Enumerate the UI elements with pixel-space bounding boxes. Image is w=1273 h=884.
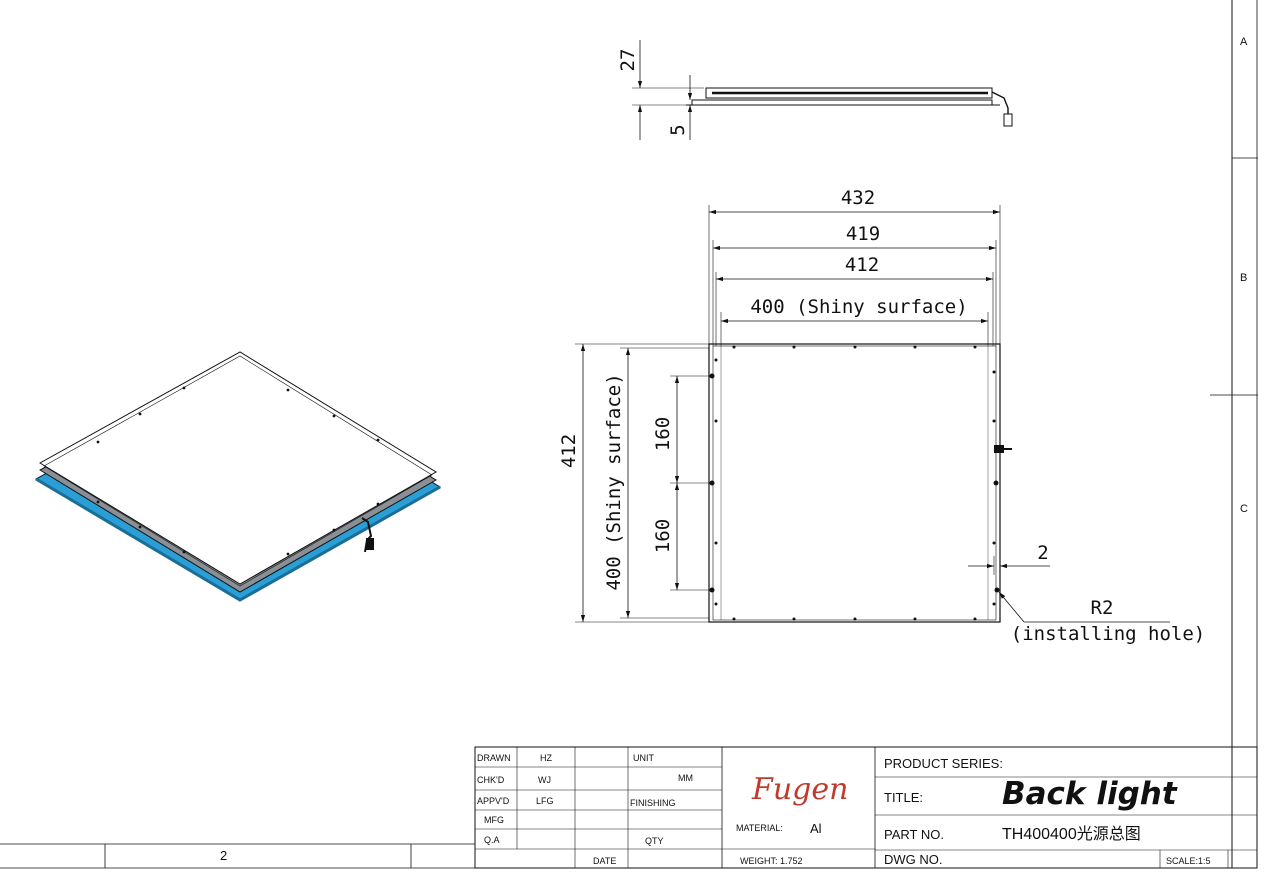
dim-side-base: 5 (667, 124, 689, 135)
drawing-title: Back light (1002, 776, 1178, 812)
front-view (708, 343, 1012, 623)
unit-value: MM (678, 773, 693, 783)
drawn-value: HZ (540, 753, 552, 763)
dim-edge-gap: 2 (1037, 542, 1048, 564)
dim-side-total: 27 (617, 49, 639, 72)
hole-radius-label: R2 (1091, 597, 1114, 619)
date-label: DATE (593, 856, 616, 866)
title-label: TITLE: (884, 790, 923, 805)
checked-value: WJ (538, 775, 551, 785)
front-screw-holes (709, 345, 1000, 621)
part-no-label: PART NO. (884, 827, 944, 842)
iso-screw-holes (96, 386, 380, 556)
qty-label: QTY (645, 836, 664, 846)
dim-height-shiny: 400 (Shiny surface) (603, 373, 625, 590)
zone-label-b: B (1240, 272, 1247, 284)
edge-gap-callout (968, 556, 1050, 575)
hole-leader (998, 591, 1170, 623)
zone-label-c: C (1240, 503, 1248, 515)
sheet-number: 2 (220, 848, 227, 863)
dim-width-shiny: 400 (Shiny surface) (750, 296, 967, 318)
product-series-label: PRODUCT SERIES: (884, 756, 1003, 771)
part-no-value: TH400400光源总图 (1002, 825, 1141, 843)
dwg-no-label: DWG NO. (884, 852, 943, 867)
hole-note-label: (installing hole) (1011, 623, 1205, 645)
qa-label: Q.A (484, 835, 500, 845)
weight-text: WEIGHT: 1.752 (740, 856, 803, 866)
dim-spacing-lower: 160 (652, 519, 674, 553)
dim-spacing-upper: 160 (652, 417, 674, 451)
checked-label: CHK'D (477, 775, 505, 785)
front-vertical-dimensions (575, 343, 712, 623)
scale-text: SCALE:1:5 (1166, 856, 1211, 866)
approved-label: APPV'D (477, 796, 510, 806)
finishing-label: FINISHING (630, 798, 676, 808)
dim-width-432: 432 (841, 187, 875, 209)
unit-label: UNIT (633, 753, 654, 763)
zone-label-a: A (1240, 36, 1248, 48)
front-horizontal-dimensions (708, 205, 1001, 346)
dim-width-419: 419 (846, 223, 880, 245)
dim-width-412: 412 (845, 254, 879, 276)
dim-height-412: 412 (558, 434, 580, 468)
isometric-view (34, 351, 441, 602)
material-label: MATERIAL: (736, 823, 783, 833)
material-value: Al (810, 821, 822, 836)
drawn-label: DRAWN (477, 753, 511, 763)
side-view (632, 40, 1013, 140)
mfg-label: MFG (484, 815, 504, 825)
title-block-grid (474, 746, 1258, 869)
approved-value: LFG (536, 796, 554, 806)
company-logo: Fugen (751, 772, 848, 807)
